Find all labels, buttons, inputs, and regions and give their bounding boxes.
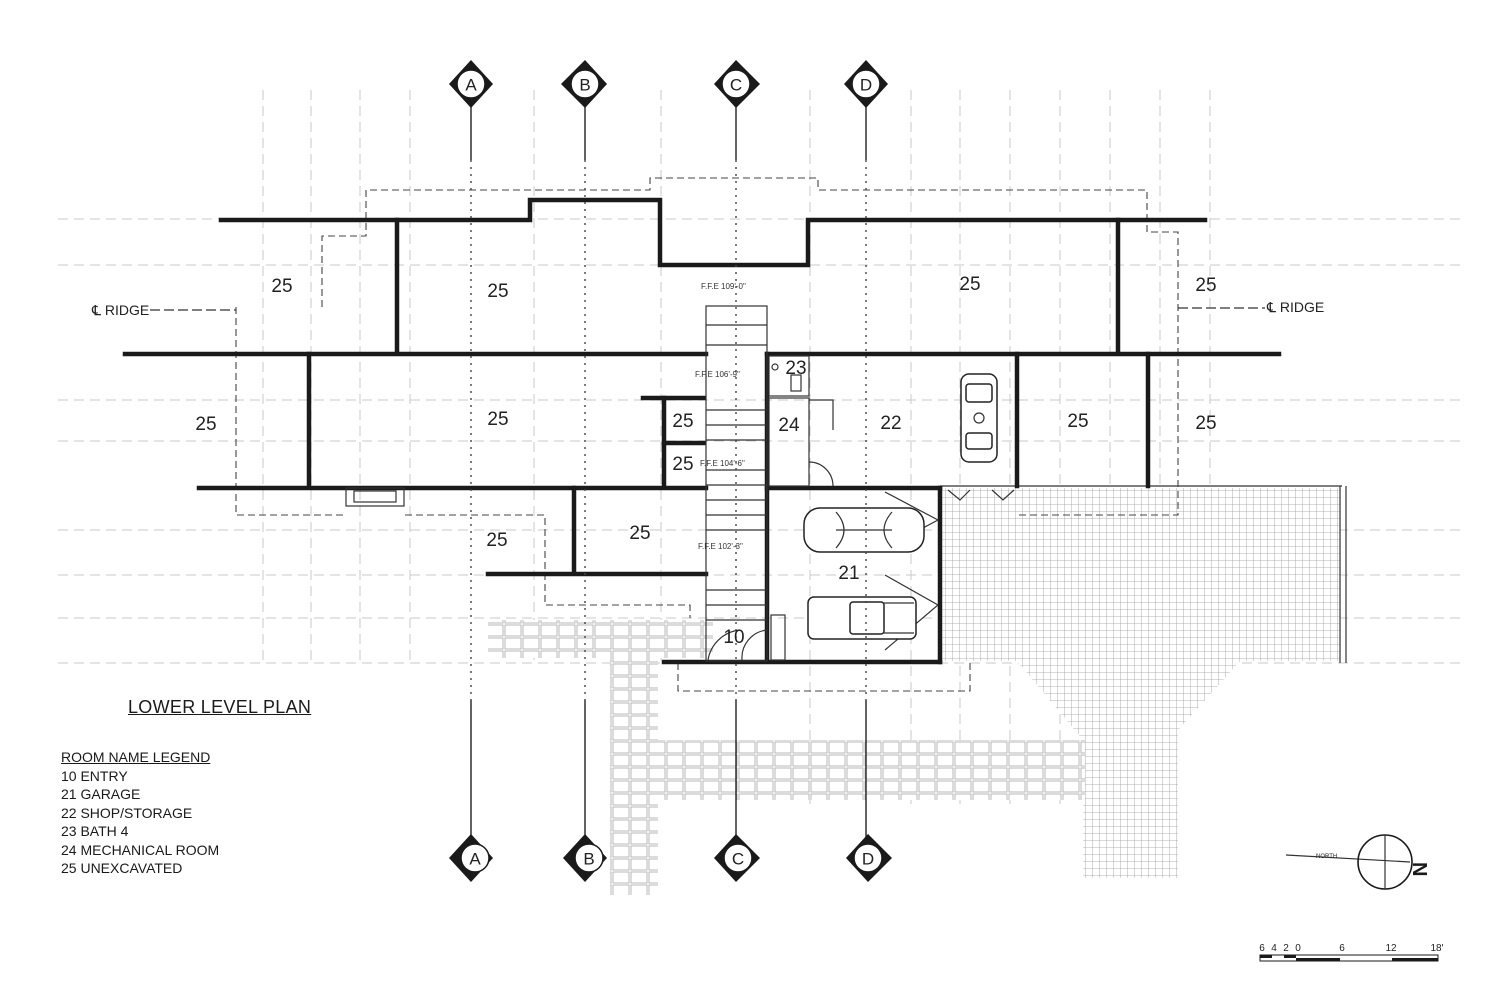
grid-bubble-d-top: D [844,60,888,108]
legend-item: 23 BATH 4 [61,823,129,839]
interior-fixtures [345,355,1015,661]
north-letter: N [1408,862,1430,876]
grid-label-d-bottom: D [862,850,874,869]
room-25-label: 25 [271,276,292,297]
grid-bubble-c-top: C [714,60,760,108]
plan-title: LOWER LEVEL PLAN [128,697,312,717]
grid-label-a-bottom: A [469,850,481,869]
grid-bubble-a-top: A [449,60,493,108]
ffe-label-4: F.F.E 102'-3" [698,542,743,551]
grid-label-d: D [860,76,872,95]
ridge-left: ℄ RIDGE [91,302,236,318]
paved-driveway [940,485,1347,878]
grid-label-c: C [730,76,742,95]
legend-list: 10 ENTRY 21 GARAGE 22 SHOP/STORAGE 23 BA… [61,767,219,878]
scale-tick: 12 [1385,943,1397,954]
room-25-label: 25 [1195,413,1216,434]
scale-tick: 4 [1271,943,1277,954]
scale-tick: 18' [1430,943,1443,954]
paver-walkway [488,620,1085,895]
room-legend: ROOM NAME LEGEND 10 ENTRY 21 GARAGE 22 S… [61,748,219,878]
grid-bubble-a-bottom: A [449,834,493,882]
grid-bubble-b-top: B [561,60,607,108]
room-21-label: 21 [838,563,859,584]
grid-label-c-bottom: C [732,850,744,869]
scale-tick: 6 [1259,943,1265,954]
room-25-label: 25 [486,530,507,551]
ffe-label-3: F.F.E 104'-6" [700,459,745,468]
grid-bubble-c-bottom: C [714,834,760,882]
grid-bubble-b-bottom: B [563,834,607,882]
ffe-label-1: F.F.E 109'-0" [701,282,746,291]
legend-item: 21 GARAGE [61,786,141,802]
room-25-label: 25 [672,454,693,475]
room-25-label: 25 [195,414,216,435]
scale-tick: 6 [1339,943,1345,954]
room-25-label: 25 [959,274,980,295]
legend-item: 25 UNEXCAVATED [61,860,183,876]
legend-heading: ROOM NAME LEGEND [61,749,211,765]
roof-overhang-outline [235,177,1179,692]
graphic-scale: 6 4 2 0 6 12 18' [1259,943,1444,962]
column-grid-axes [470,100,867,842]
room-10-label: 10 [723,627,744,648]
ridge-right: ℄ RIDGE [1178,299,1324,315]
room-23-label: 23 [785,358,806,379]
ffe-label-2: F.F.E 106'-9" [695,370,740,379]
room-25-label: 25 [1067,411,1088,432]
north-arrow: NORTH N [1285,834,1430,890]
legend-item: 22 SHOP/STORAGE [61,804,193,821]
car-garage-bottom [807,596,917,640]
grid-label-a: A [465,76,477,95]
stair [705,305,768,662]
room-25-label: 25 [487,281,508,302]
room-25-label: 25 [1195,275,1216,296]
grid-label-b: B [579,76,590,95]
legend-item: 24 MECHANICAL ROOM [61,841,220,858]
car-garage-top [803,507,925,553]
room-labels: 25 25 25 25 25 25 25 25 25 25 25 25 23 2… [195,274,1216,648]
room-24-label: 24 [778,415,800,436]
room-22-label: 22 [880,413,901,434]
north-label: NORTH [1316,854,1337,860]
car-shop [960,373,998,463]
grid-label-b-bottom: B [583,850,594,869]
scale-tick: 2 [1283,943,1289,954]
ridge-label-left: ℄ RIDGE [91,302,149,318]
legend-item: 10 ENTRY [61,767,128,784]
room-25-label: 25 [672,411,693,432]
ridge-label-right: ℄ RIDGE [1266,299,1324,315]
room-25-label: 25 [629,523,650,544]
scale-tick: 0 [1295,943,1301,954]
room-25-label: 25 [487,409,508,430]
grid-bubble-d-bottom: D [846,834,892,882]
